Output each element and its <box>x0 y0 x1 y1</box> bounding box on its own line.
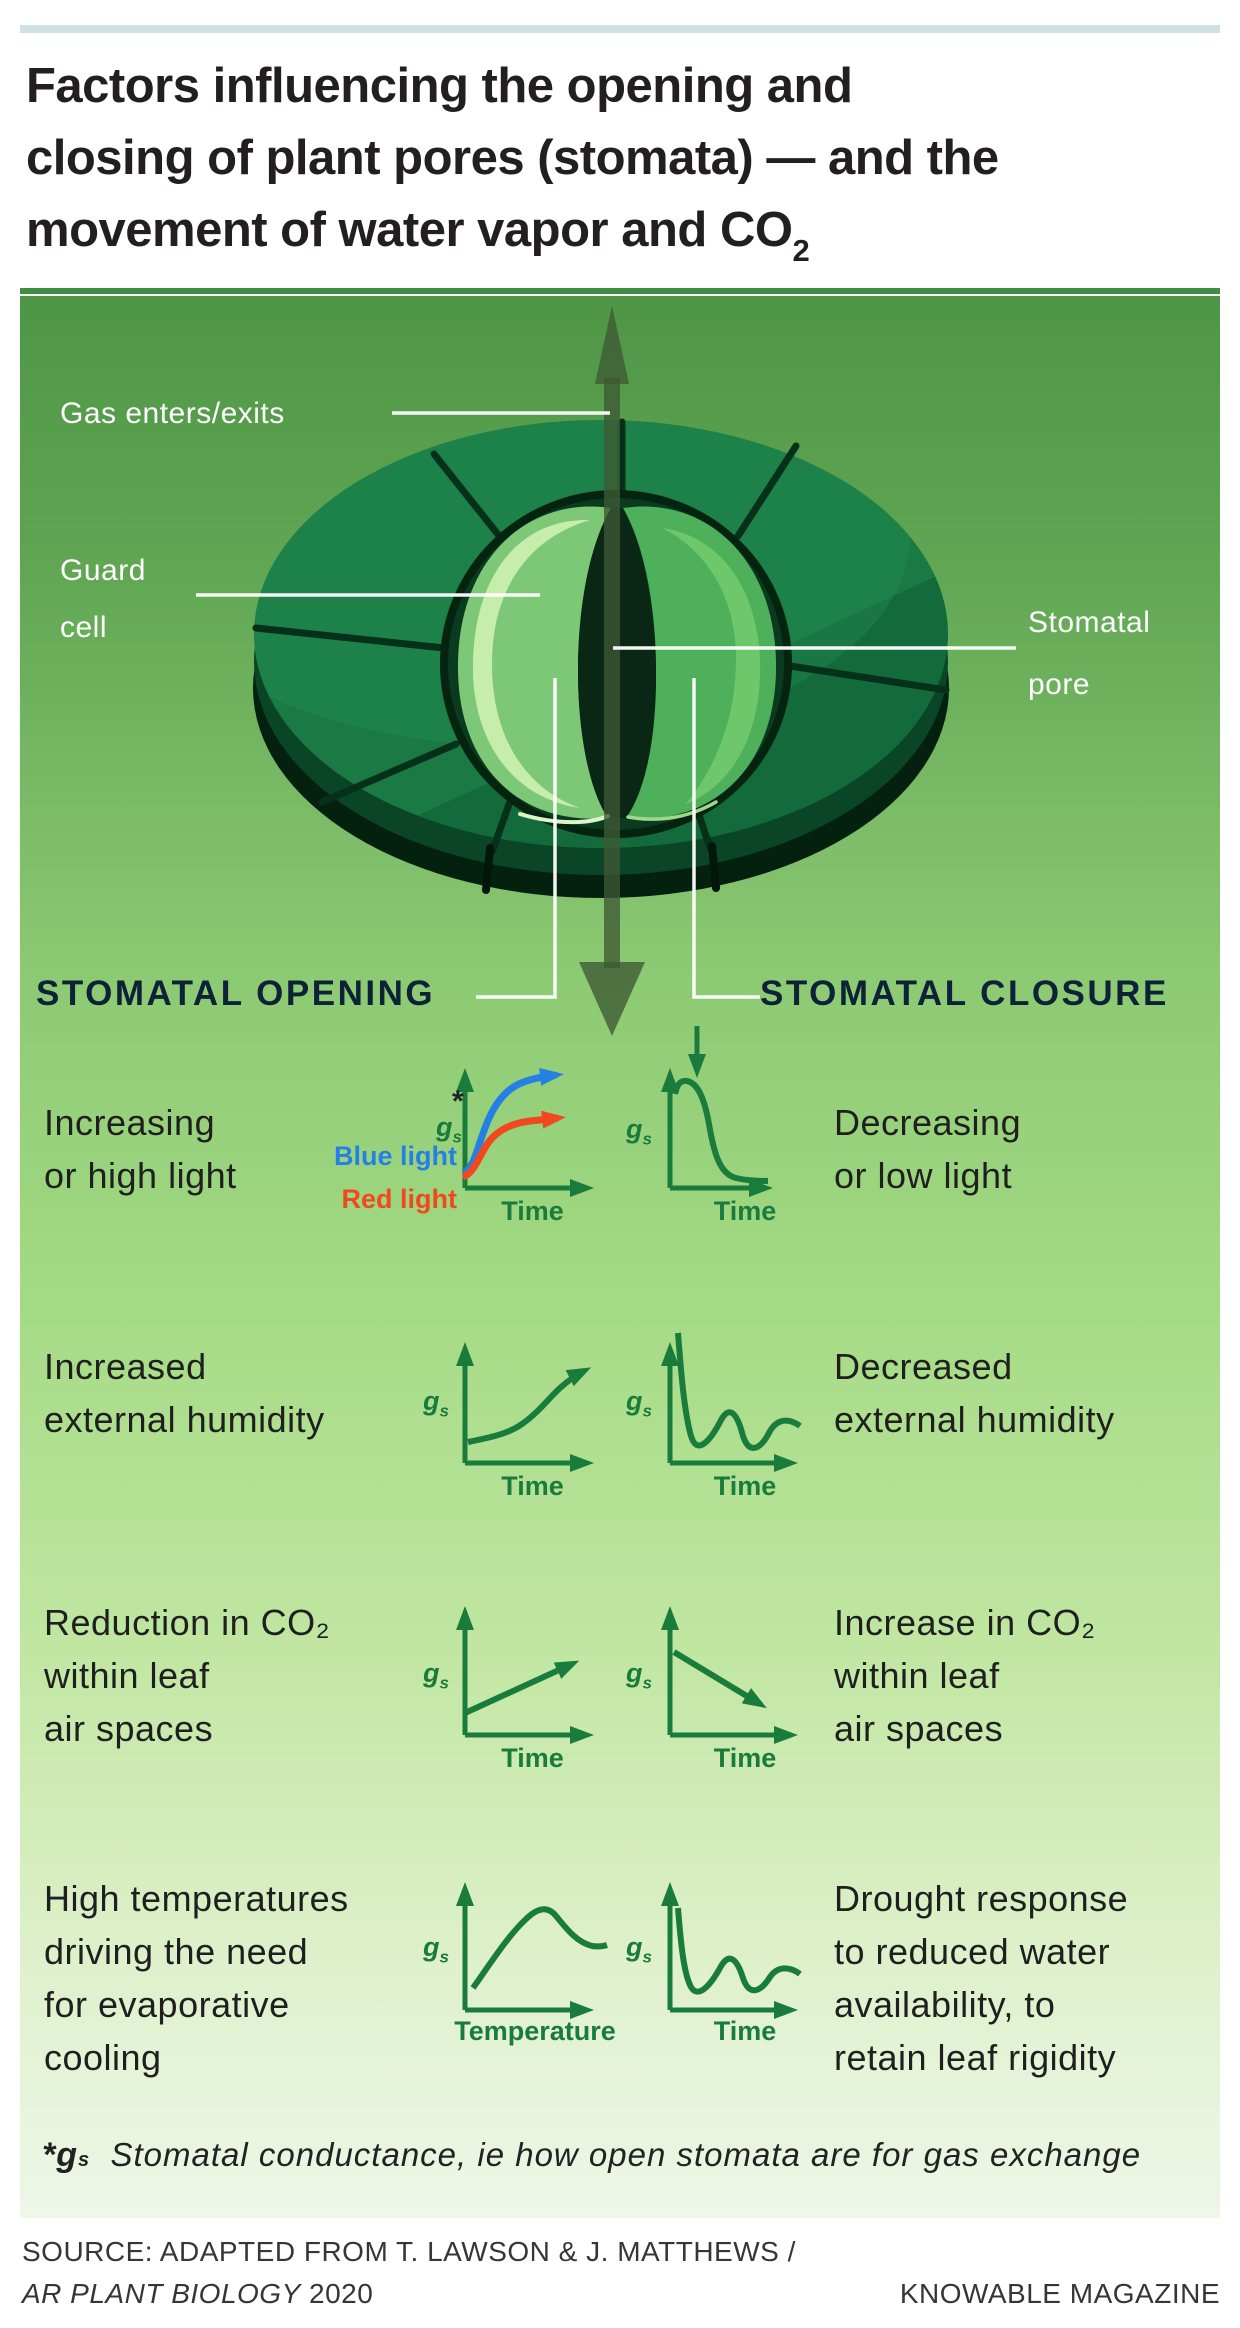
gs-label: gs <box>436 1112 462 1147</box>
title-divider <box>20 288 1220 294</box>
x-axis-label: Time <box>713 1471 777 1501</box>
graph-humidity-closure <box>661 1332 802 1472</box>
credit: KNOWABLE MAGAZINE <box>899 2278 1220 2309</box>
red-light-curve <box>461 1110 566 1181</box>
gs-label: gs <box>626 1114 652 1149</box>
guard-cell-left-highlight <box>472 519 590 808</box>
guard-cell-right-rim <box>626 800 718 821</box>
label-stomatal-pore: Stomatal pore <box>1028 606 1151 701</box>
gs-label: gs <box>626 1386 652 1421</box>
x-axis-label: Temperature <box>454 2016 616 2046</box>
decline-curve <box>672 1077 769 1184</box>
graph-co2-opening <box>456 1606 594 1744</box>
x-axis-label: Time <box>713 2016 777 2046</box>
graph-co2-closure <box>661 1606 798 1744</box>
oscillation-curve <box>675 1907 802 1995</box>
blue-light-curve <box>460 1067 564 1178</box>
graph-temperature-opening <box>456 1882 608 2019</box>
title-line-3: movement of water vapor and CO2 <box>26 194 999 272</box>
gs-label: gs <box>626 1658 652 1693</box>
label-gas-enters-exits: Gas enters/exits <box>60 397 285 430</box>
x-axis-label: Time <box>501 1743 564 1773</box>
top-accent-bar <box>20 25 1220 33</box>
oscillation-curve <box>675 1332 802 1451</box>
graph-light-opening <box>456 1067 594 1197</box>
footnote-marker: *g <box>42 2136 79 2174</box>
gs-star: * <box>452 1085 464 1118</box>
opening-pointer-elbow <box>476 678 557 999</box>
gs-label: gs <box>423 1658 449 1693</box>
gs-label: gs <box>626 1932 652 1967</box>
peak-curve <box>470 1906 608 1990</box>
gas-exchange-arrow <box>579 306 645 1036</box>
page-title: Factors influencing the opening and clos… <box>26 50 999 272</box>
title-line-1: Factors influencing the opening and <box>26 59 853 113</box>
front-band-divisions <box>482 842 720 894</box>
falling-line <box>672 1649 767 1709</box>
x-axis-label: Time <box>501 1196 564 1226</box>
rising-line <box>463 1660 580 1716</box>
label-guard-cell: Guard cell <box>60 554 146 644</box>
diagram-art <box>196 306 1016 2019</box>
graph-light-closure <box>661 1068 773 1197</box>
gs-label: gs <box>423 1932 449 1967</box>
source-line-1: SOURCE: ADAPTED FROM T. LAWSON & J. MATT… <box>22 2236 796 2267</box>
arrow-down-head <box>579 962 645 1036</box>
co2-subscript: 2 <box>792 233 810 268</box>
guard-cell-left-rim <box>518 812 610 825</box>
x-axis-label: Time <box>501 1471 564 1501</box>
closure-pointer-elbow <box>692 678 760 999</box>
legend-red-light: Red light <box>341 1184 458 1214</box>
arrow-shaft <box>604 378 620 968</box>
footnote: *gs Stomatal conductance, ie how open st… <box>42 2136 1142 2174</box>
arrow-up-head <box>595 306 629 384</box>
graph-drought-closure <box>661 1882 802 2019</box>
source-line-2: AR PLANT BIOLOGY 2020 <box>22 2278 374 2309</box>
header-stomatal-closure: STOMATAL CLOSURE <box>760 974 1169 1013</box>
x-axis-label: Time <box>713 1196 777 1226</box>
diagram-panel: Gas enters/exits Guard cell Stomatal por… <box>20 296 1220 2218</box>
guard-cell-right-highlight <box>662 528 761 804</box>
title-line-2: closing of plant pores (stomata) — and t… <box>26 131 999 185</box>
header-stomatal-opening: STOMATAL OPENING <box>36 974 436 1013</box>
graph-humidity-opening <box>456 1342 594 1472</box>
x-axis-label: Time <box>713 1743 777 1773</box>
pointer-lines <box>196 411 1016 999</box>
gs-label: gs <box>423 1386 449 1421</box>
legend-blue-light: Blue light <box>334 1141 457 1171</box>
rise-curve <box>467 1367 592 1445</box>
